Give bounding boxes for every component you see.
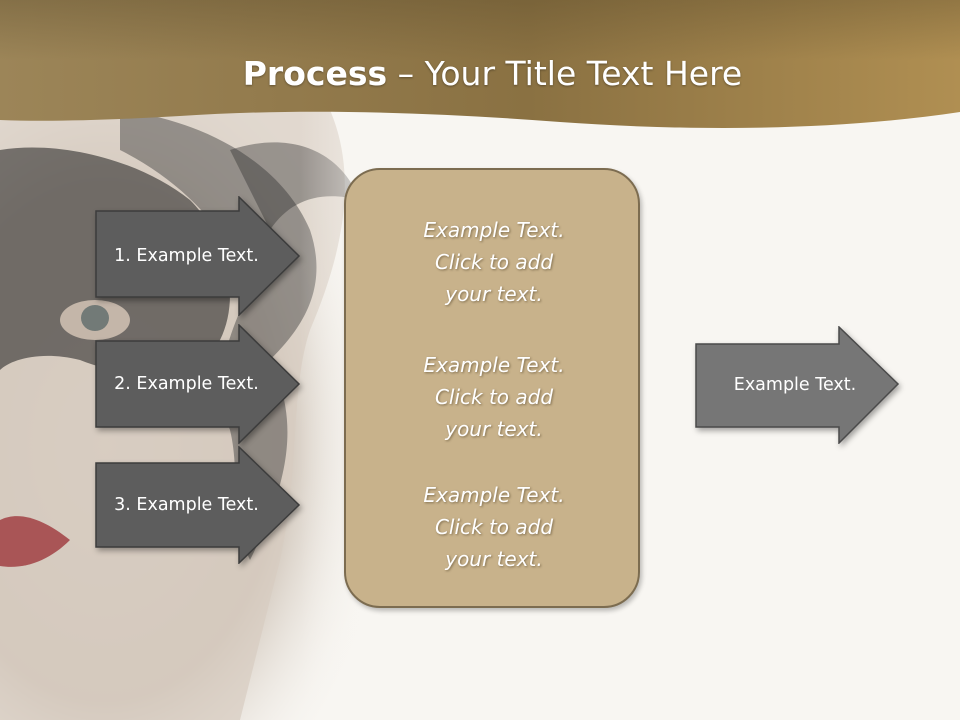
center-line: your text. <box>445 282 543 306</box>
center-text-block-2: Example Text. Click to add your text. <box>346 349 642 445</box>
center-line: Example Text. <box>423 218 565 242</box>
center-text-box[interactable]: Example Text. Click to add your text. Ex… <box>344 168 640 608</box>
center-line: your text. <box>445 417 543 441</box>
center-line: Example Text. <box>423 483 565 507</box>
center-line: Click to add <box>434 250 554 274</box>
step-arrow-2[interactable]: 2. Example Text. <box>95 324 301 444</box>
center-line: Example Text. <box>423 353 565 377</box>
output-label: Example Text. <box>733 375 857 395</box>
center-line: Click to add <box>434 385 554 409</box>
center-text-block-1: Example Text. Click to add your text. <box>346 214 642 310</box>
step-label-3: 3. Example Text. <box>114 495 259 515</box>
title-rest: – Your Title Text Here <box>387 54 743 93</box>
center-text-block-3: Example Text. Click to add your text. <box>346 479 642 575</box>
step-arrow-3[interactable]: 3. Example Text. <box>95 446 301 564</box>
center-line: your text. <box>445 547 543 571</box>
output-arrow[interactable]: Example Text. <box>695 326 901 444</box>
step-label-2: 2. Example Text. <box>114 374 259 394</box>
title-bold: Process <box>242 54 388 93</box>
step-arrow-1[interactable]: 1. Example Text. <box>95 196 301 316</box>
slide-title: Process – Your Title Text Here <box>0 52 960 96</box>
step-label-1: 1. Example Text. <box>114 246 259 266</box>
center-line: Click to add <box>434 515 554 539</box>
